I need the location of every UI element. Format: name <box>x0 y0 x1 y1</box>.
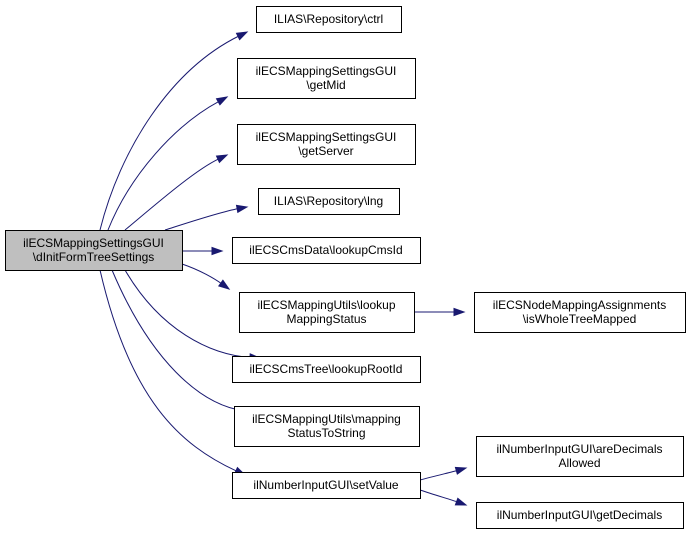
node-label-line: ilECSMappingSettingsGUI <box>23 236 164 250</box>
edge-root-to-getserver <box>124 154 229 231</box>
edge-line <box>419 470 458 481</box>
edge-line <box>99 269 238 472</box>
edge-root-to-lookupmapping <box>181 263 231 290</box>
node-label-line: ilECSCmsData\lookupCmsId <box>249 243 402 257</box>
arrowhead-icon <box>215 154 229 164</box>
edge-line <box>419 489 458 503</box>
node-box[interactable] <box>232 356 421 383</box>
node-label-line: ilNumberInputGUI\getDecimals <box>497 508 662 522</box>
node-getmid[interactable]: ilECSMappingSettingsGUI\getMid <box>237 58 416 99</box>
arrowhead-icon <box>454 497 468 506</box>
node-label-line: ILIAS\Repository\ctrl <box>274 12 383 26</box>
node-box[interactable] <box>234 406 420 447</box>
node-lookupcmsid[interactable]: ilECSCmsData\lookupCmsId <box>232 237 421 264</box>
arrowhead-icon <box>215 96 229 106</box>
node-label-line: ilECSMappingSettingsGUI <box>256 64 397 78</box>
node-label-line: ilNumberInputGUI\setValue <box>253 478 399 492</box>
edge-line <box>107 100 220 231</box>
node-label-line: Allowed <box>558 456 600 470</box>
edge-root-to-tostring <box>111 269 255 415</box>
edge-root-to-setvalue <box>99 269 247 476</box>
node-label-line: ilECSMappingSettingsGUI <box>256 130 397 144</box>
node-label-line: MappingStatus <box>286 312 366 326</box>
edge-line <box>181 263 222 285</box>
edge-setvalue-to-aredecimals <box>419 466 468 481</box>
node-box[interactable] <box>5 230 183 271</box>
edge-root-to-lng <box>164 204 249 231</box>
node-label-line: \isWholeTreeMapped <box>523 312 637 326</box>
arrowhead-icon <box>454 466 468 475</box>
node-box[interactable] <box>476 436 684 477</box>
node-box[interactable] <box>237 124 416 165</box>
node-box[interactable] <box>239 292 415 333</box>
node-label-line: StatusToString <box>287 426 365 440</box>
arrowhead-icon <box>211 246 224 256</box>
edge-setvalue-to-getdecimals <box>419 489 468 506</box>
nodes-layer: ilECSMappingSettingsGUI\dInitFormTreeSet… <box>5 6 686 529</box>
node-setvalue[interactable]: ilNumberInputGUI\setValue <box>232 472 421 499</box>
node-getdecimals[interactable]: ilNumberInputGUI\getDecimals <box>476 502 684 529</box>
node-box[interactable] <box>232 237 421 264</box>
node-label-line: ilNumberInputGUI\areDecimals <box>496 442 662 456</box>
edge-root-to-ctrl <box>99 31 249 231</box>
arrowhead-icon <box>453 307 466 317</box>
node-root[interactable]: ilECSMappingSettingsGUI\dInitFormTreeSet… <box>5 230 183 271</box>
node-box[interactable] <box>237 58 416 99</box>
node-rootid[interactable]: ilECSCmsTree\lookupRootId <box>232 356 421 383</box>
node-box[interactable] <box>476 502 684 529</box>
arrowhead-icon <box>235 204 249 214</box>
edge-line <box>124 269 252 358</box>
node-label-line: \getMid <box>306 78 345 92</box>
node-label-line: \getServer <box>298 144 353 158</box>
node-label-line: ILIAS\Repository\lng <box>274 194 383 208</box>
node-label-line: ilECSMappingUtils\lookup <box>257 298 395 312</box>
node-box[interactable] <box>232 472 421 499</box>
edge-root-to-lookupcmsid <box>182 246 224 256</box>
node-lng[interactable]: ILIAS\Repository\lng <box>258 188 400 215</box>
edge-line <box>111 269 245 412</box>
edge-line <box>124 158 220 231</box>
node-getserver[interactable]: ilECSMappingSettingsGUI\getServer <box>237 124 416 165</box>
edge-line <box>99 35 240 231</box>
edge-line <box>164 208 239 231</box>
node-label-line: \dInitFormTreeSettings <box>33 250 155 264</box>
edge-lookupmapping-to-wholetree <box>413 307 466 317</box>
node-box[interactable] <box>256 6 402 33</box>
node-ctrl[interactable]: ILIAS\Repository\ctrl <box>256 6 402 33</box>
node-box[interactable] <box>258 188 400 215</box>
edge-root-to-getmid <box>107 96 229 231</box>
node-label-line: ilECSMappingUtils\mapping <box>252 412 401 426</box>
node-box[interactable] <box>474 292 686 333</box>
node-label-line: ilECSCmsTree\lookupRootId <box>250 362 403 376</box>
node-label-line: ilECSNodeMappingAssignments <box>493 298 666 312</box>
node-wholetree[interactable]: ilECSNodeMappingAssignments\isWholeTreeM… <box>474 292 686 333</box>
arrowhead-icon <box>217 279 231 290</box>
arrowhead-icon <box>235 31 249 41</box>
